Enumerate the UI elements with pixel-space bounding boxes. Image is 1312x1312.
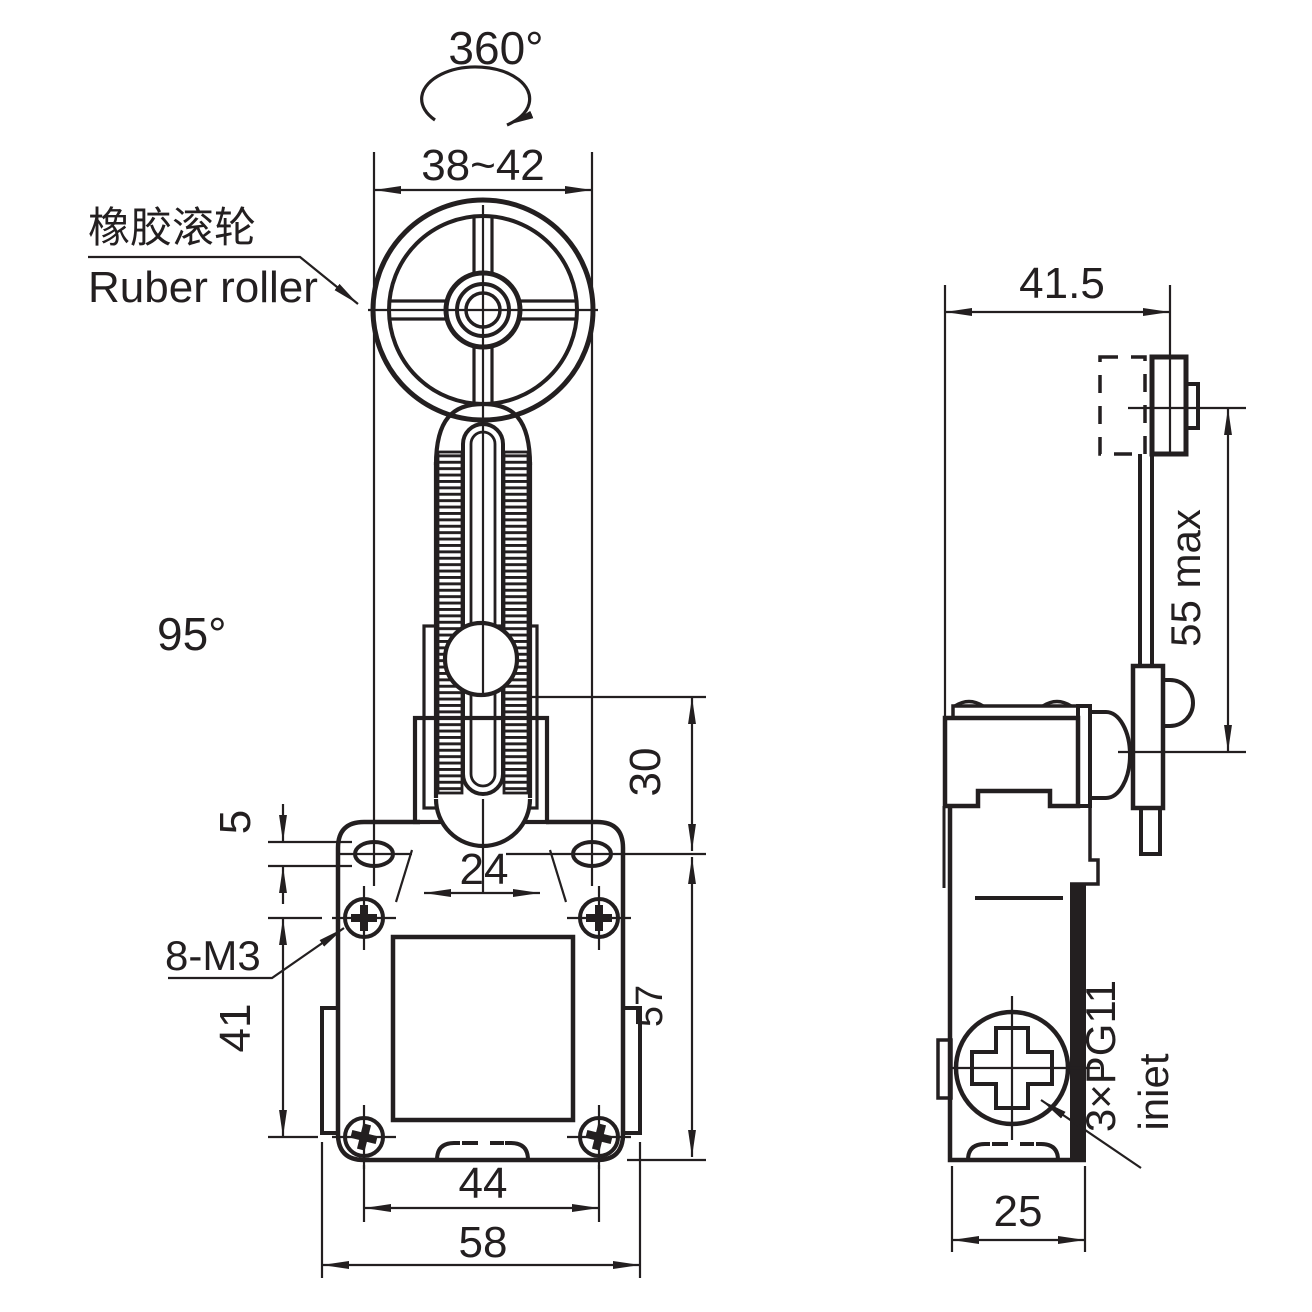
- head-screw-bump-right: [1042, 699, 1072, 708]
- front-dimension-lines: [88, 186, 696, 1269]
- cover-plate: [390, 934, 576, 1123]
- lever-arm-side: [1130, 454, 1195, 856]
- dim-screw-vertical-spacing: 41: [211, 1004, 260, 1053]
- side-tab-left: [320, 1006, 340, 1135]
- roller-leader-line: [88, 255, 359, 305]
- label-roller-en: Ruber roller: [88, 263, 318, 312]
- dim-body-height: 57: [629, 985, 671, 1027]
- dim-lever-swing-angle: 95°: [157, 608, 227, 660]
- roller-hub-nub: [1184, 382, 1200, 430]
- side-dimension-lines: [945, 308, 1232, 1244]
- dim-roller-width: 38~42: [421, 141, 545, 190]
- switch-body-front: [320, 819, 642, 1163]
- serration-band-left: [436, 450, 464, 795]
- dim-cover-screw-spec: 8-M3: [165, 932, 261, 979]
- switch-body-side: [936, 699, 1132, 1163]
- mount-slot-right: [571, 840, 613, 868]
- dim-mount-slot-height: 5: [211, 810, 260, 834]
- label-conduit-spec: 3×PG11: [1077, 980, 1124, 1132]
- conduit-leader-line: [1040, 1099, 1142, 1169]
- shaft-stub: [1139, 806, 1162, 856]
- adjust-slot-outer: [461, 422, 505, 796]
- mounting-face-bar: [1070, 884, 1086, 1158]
- side-tab-right: [621, 1006, 642, 1135]
- dim-head-width: 24: [460, 845, 509, 894]
- lever-arm: [412, 401, 550, 893]
- body-side-outline: [947, 806, 1086, 1163]
- label-conduit-note: iniet: [1130, 1053, 1177, 1130]
- shaft-boss: [1090, 710, 1132, 800]
- conduit-plug-cross: [970, 1026, 1054, 1110]
- dim-screw-horizontal-spacing: 44: [459, 1159, 508, 1208]
- mount-slot-left: [353, 840, 395, 868]
- screw-spec-leader-line: [168, 927, 345, 980]
- head-screw-bump-left: [954, 699, 984, 708]
- dim-head-height: 30: [621, 748, 670, 797]
- dim-roller-offset: 41.5: [1019, 259, 1105, 308]
- head-side: [942, 715, 1081, 809]
- serration-band-right: [502, 450, 530, 795]
- side-view: 41.5 55 max 3×PG11 iniet 25: [936, 259, 1246, 1252]
- label-roller-zh: 橡胶滚轮: [88, 204, 256, 251]
- roller-alt-position-dashed: [1098, 355, 1147, 456]
- rubber-roller: [370, 197, 596, 423]
- adjust-slot-inner: [469, 430, 497, 788]
- dim-lever-length: 55 max: [1162, 509, 1209, 647]
- bottom-slot-front: [435, 1141, 530, 1161]
- front-view: 360° 38~42 橡胶滚轮 Ruber roller 95° 5 8-M3 …: [88, 22, 706, 1278]
- bottom-slot-side: [966, 1142, 1060, 1161]
- lever-hub-plate: [1130, 663, 1166, 811]
- dim-rotation-angle: 360°: [448, 22, 543, 74]
- clamp-bolt: [442, 620, 520, 698]
- dim-body-width: 58: [459, 1218, 508, 1267]
- dim-body-depth: 25: [994, 1187, 1043, 1236]
- roller-side: [1098, 354, 1200, 457]
- cover-screws: [343, 897, 620, 1158]
- body-outline: [335, 819, 626, 1163]
- hub-knob: [1163, 678, 1195, 728]
- rotation-360-arc: [420, 65, 534, 127]
